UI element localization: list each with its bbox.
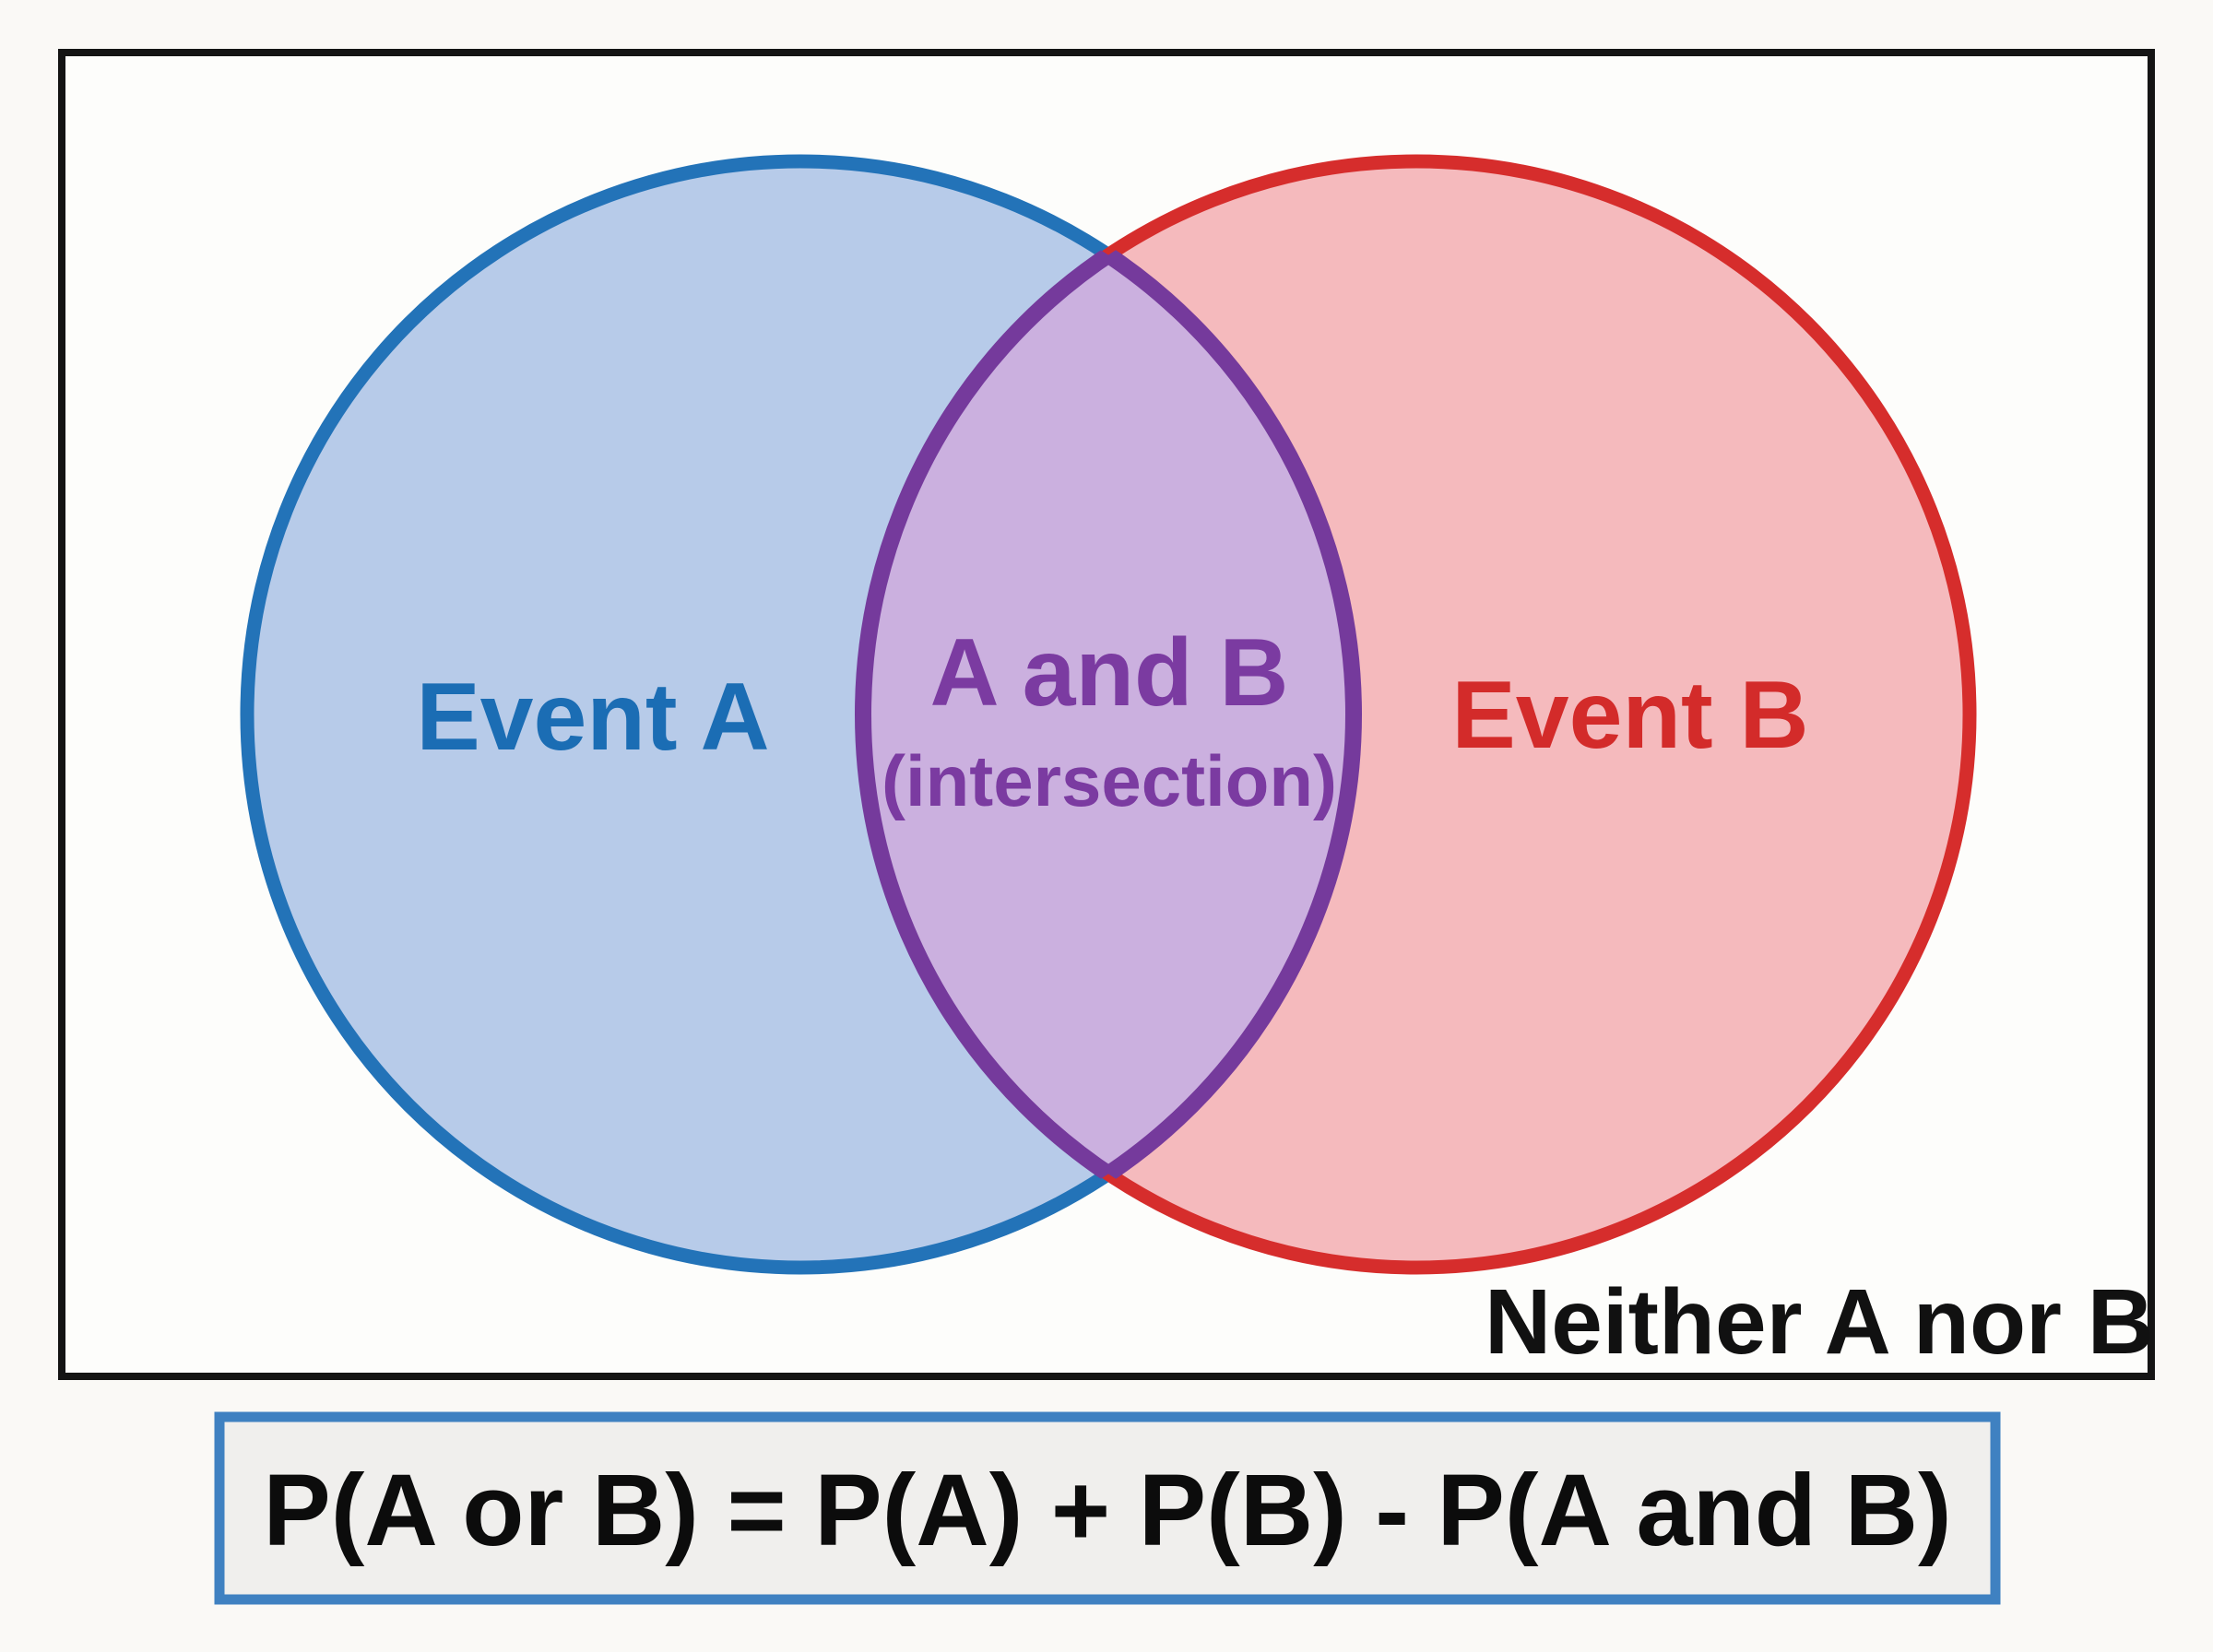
intersection-region xyxy=(855,161,1354,1268)
intersection-label-line2: (intersection) xyxy=(882,740,1337,821)
intersection-label-line1: A and B xyxy=(929,620,1288,726)
neither-label: Neither A nor B xyxy=(1485,1270,2154,1374)
intersection-outline xyxy=(863,161,1362,1268)
event-a-label: Event A xyxy=(416,664,769,771)
formula-box xyxy=(214,1411,2001,1605)
event-b-label: Event B xyxy=(1451,662,1808,769)
formula-text: P(A or B) = P(A) + P(B) - P(A and B) xyxy=(263,1454,1951,1567)
